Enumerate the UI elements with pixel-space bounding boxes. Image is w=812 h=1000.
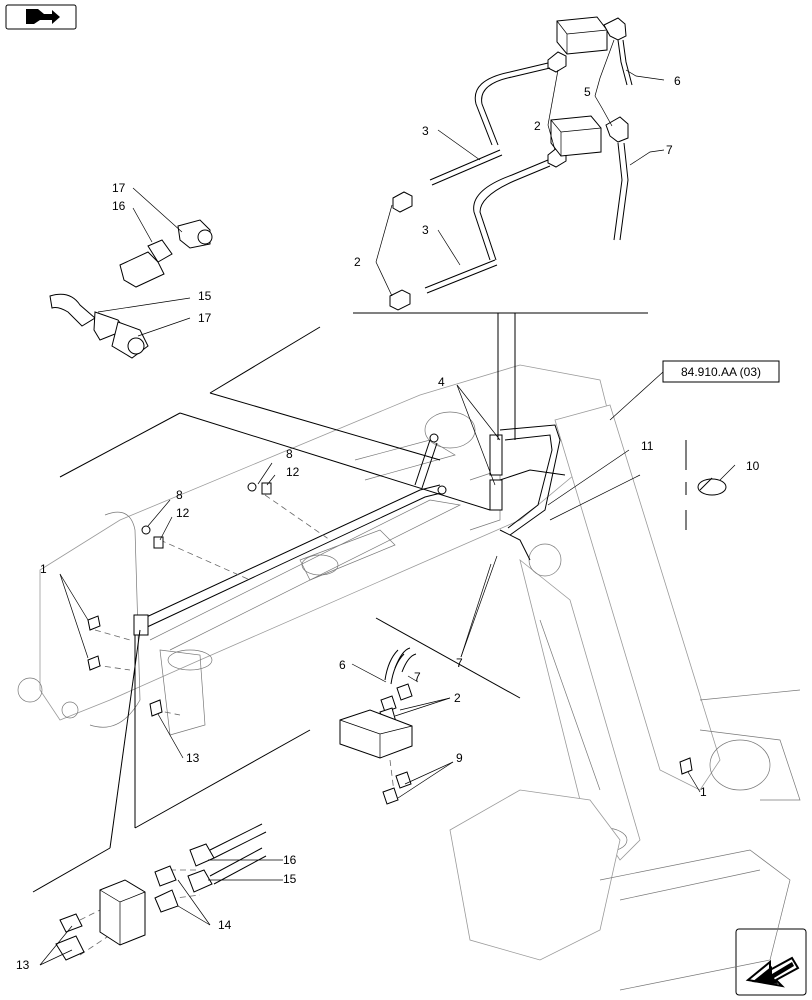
reference-label[interactable]: 84.910.AA (03) xyxy=(681,365,761,379)
callout-2: 2 xyxy=(454,691,461,705)
callout-13: 13 xyxy=(186,751,200,765)
callout-2: 2 xyxy=(534,119,541,133)
callout-12: 12 xyxy=(176,506,190,520)
callout-13: 13 xyxy=(16,958,30,972)
callout-2: 2 xyxy=(354,255,361,269)
callout-10: 10 xyxy=(746,459,760,473)
callout-16: 16 xyxy=(283,853,297,867)
callout-7: 7 xyxy=(456,656,463,670)
callout-5: 5 xyxy=(584,85,591,99)
callout-4: 4 xyxy=(438,375,445,389)
callout-8: 8 xyxy=(286,447,293,461)
callout-16: 16 xyxy=(112,199,126,213)
callout-15: 15 xyxy=(198,289,212,303)
callout-8: 8 xyxy=(176,488,183,502)
callout-17: 17 xyxy=(112,181,126,195)
callout-17: 17 xyxy=(198,311,212,325)
center-fitting-assembly xyxy=(339,647,417,805)
misc-small-parts xyxy=(87,477,727,775)
left-fitting-assembly xyxy=(49,219,213,359)
callout-14: 14 xyxy=(218,918,232,932)
section-lines xyxy=(32,312,687,893)
callout-6: 6 xyxy=(339,658,346,672)
next-page-arrow-icon[interactable] xyxy=(735,928,807,996)
callout-3: 3 xyxy=(422,124,429,138)
callout-6: 6 xyxy=(674,74,681,88)
callout-1: 1 xyxy=(700,785,707,799)
callout-7: 7 xyxy=(666,143,673,157)
book-arrow-icon[interactable] xyxy=(5,4,77,30)
callout-3: 3 xyxy=(422,223,429,237)
callout-labels: 6 5 2 7 3 3 2 17 16 15 17 4 11 10 8 12 8… xyxy=(16,74,760,972)
machine-ghost xyxy=(17,364,801,991)
connector-assembly-top xyxy=(389,16,633,311)
callout-12: 12 xyxy=(286,465,300,479)
callout-15: 15 xyxy=(283,872,297,886)
reference-box[interactable]: 84.910.AA (03) xyxy=(662,360,780,383)
callout-9: 9 xyxy=(456,751,463,765)
bottom-fitting-assembly xyxy=(55,823,267,961)
leader-lines xyxy=(39,39,736,966)
callout-7: 7 xyxy=(414,670,421,684)
callout-1: 1 xyxy=(40,562,47,576)
callout-11: 11 xyxy=(641,439,654,453)
